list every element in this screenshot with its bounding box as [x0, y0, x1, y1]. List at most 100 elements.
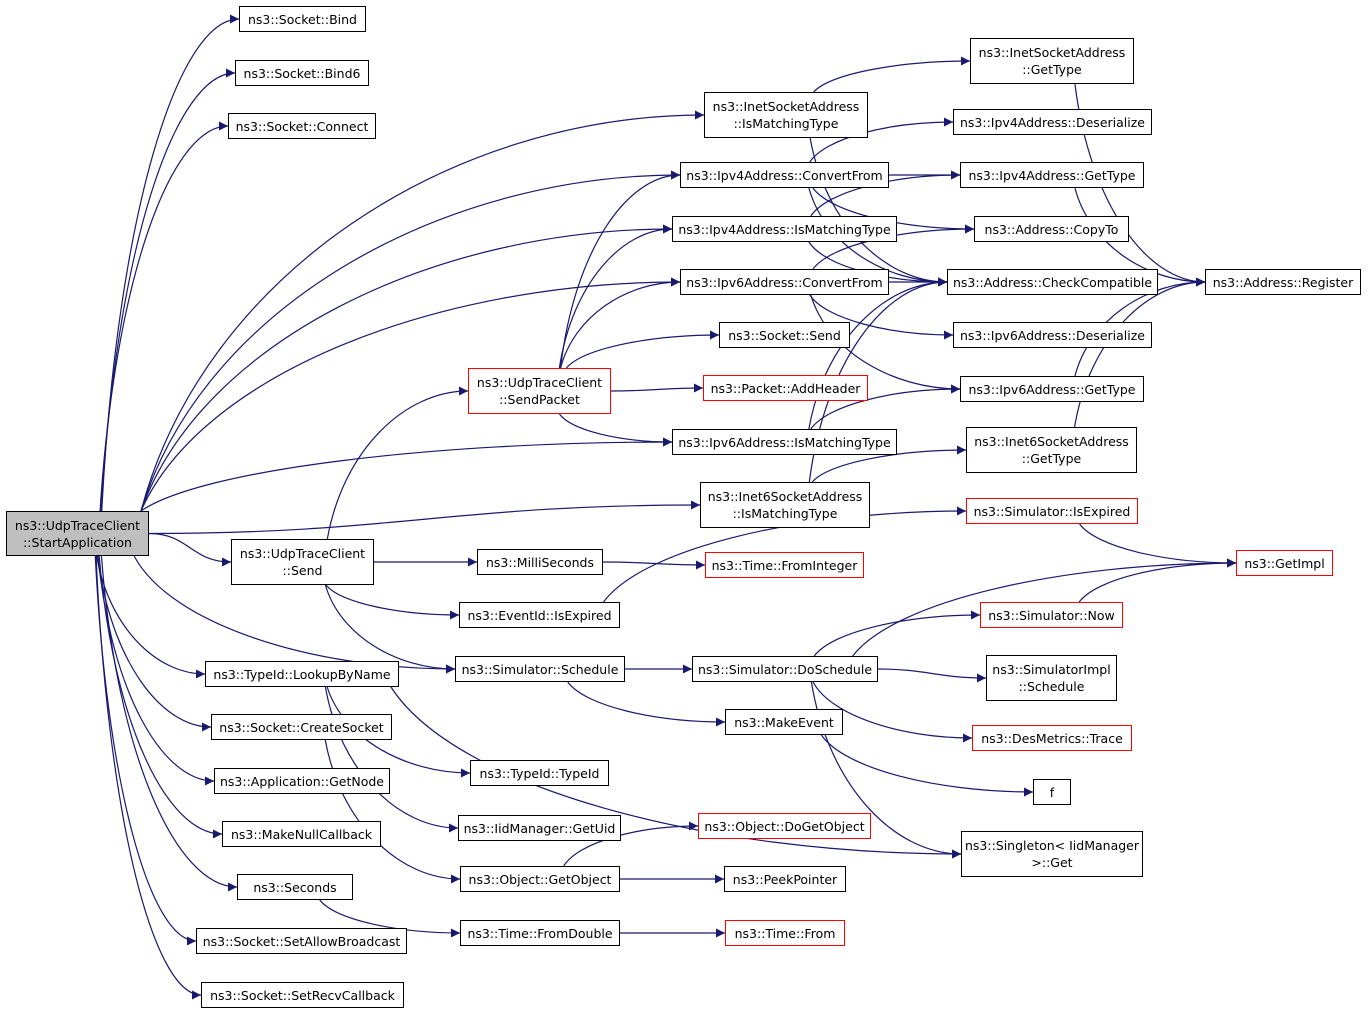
node-label-line: ns3::PeekPointer [732, 871, 838, 887]
edge-start-to-ipv6-ismatch [140, 437, 673, 512]
node-ipv4-convert[interactable]: ns3::Ipv4Address::ConvertFrom [680, 162, 889, 188]
node-makenull[interactable]: ns3::MakeNullCallback [222, 821, 381, 847]
edge-start-to-udp-send [148, 532, 232, 567]
node-lookup[interactable]: ns3::TypeId::LookupByName [205, 661, 399, 687]
node-label-line: ns3::Ipv4Address::ConvertFrom [686, 167, 883, 183]
node-inet6-ismatch[interactable]: ns3::Inet6SocketAddress::IsMatchingType [700, 482, 870, 528]
node-isexpired-ev[interactable]: ns3::EventId::IsExpired [459, 602, 620, 628]
node-timefrom[interactable]: ns3::Time::From [725, 920, 845, 946]
node-seconds[interactable]: ns3::Seconds [237, 874, 353, 900]
node-ipv4-deser[interactable]: ns3::Ipv4Address::Deserialize [953, 109, 1152, 135]
node-millis[interactable]: ns3::MilliSeconds [477, 549, 603, 575]
node-inet-gettype[interactable]: ns3::InetSocketAddress::GetType [970, 38, 1134, 84]
node-start[interactable]: ns3::UdpTraceClient::StartApplication [6, 511, 149, 556]
node-sim-now[interactable]: ns3::Simulator::Now [980, 602, 1123, 628]
node-copyto[interactable]: ns3::Address::CopyTo [974, 216, 1129, 242]
edge-createsocket-to-getobject [324, 739, 461, 884]
node-bind6[interactable]: ns3::Socket::Bind6 [235, 60, 369, 86]
node-label-line: ns3::Ipv6Address::GetType [968, 381, 1136, 397]
edge-start-to-setbroadcast [94, 555, 197, 946]
node-label-line: ns3::Simulator::Now [988, 607, 1115, 623]
edge-start-to-ipv6-convert [140, 277, 681, 512]
edge-doschedule-to-getimpl [852, 558, 1237, 657]
node-sock-send[interactable]: ns3::Socket::Send [719, 322, 850, 348]
node-label-line: ns3::Socket::Bind6 [243, 65, 361, 81]
node-createsocket[interactable]: ns3::Socket::CreateSocket [211, 714, 392, 740]
node-label-line: ::IsMatchingType [732, 506, 838, 521]
node-f[interactable]: f [1033, 779, 1071, 805]
edge-doschedule-to-desmetrics [812, 681, 973, 743]
edge-start-to-ipv4-convert [140, 170, 681, 512]
node-label-line: ns3::Ipv6Address::ConvertFrom [686, 274, 883, 290]
node-ipv4-ismatch[interactable]: ns3::Ipv4Address::IsMatchingType [672, 216, 897, 242]
node-getimpl[interactable]: ns3::GetImpl [1236, 550, 1333, 576]
node-label-line: ::GetType [1021, 451, 1082, 466]
node-setbroadcast[interactable]: ns3::Socket::SetAllowBroadcast [196, 928, 407, 954]
edge-lookup-to-typeid [326, 686, 471, 778]
node-getuid[interactable]: ns3::IidManager::GetUid [458, 815, 621, 841]
node-label-line: ns3::Time::FromDouble [467, 925, 613, 941]
node-label-line: ns3::MakeEvent [734, 714, 834, 730]
edge-start-to-ipv4-ismatch [140, 224, 673, 512]
node-dogetobject[interactable]: ns3::Object::DoGetObject [698, 813, 871, 839]
node-label-line: ns3::Ipv6Address::IsMatchingType [678, 434, 891, 450]
node-sim-isexpired[interactable]: ns3::Simulator::IsExpired [966, 498, 1138, 524]
node-register[interactable]: ns3::Address::Register [1205, 269, 1361, 295]
node-doschedule[interactable]: ns3::Simulator::DoSchedule [692, 656, 878, 682]
node-typeid[interactable]: ns3::TypeId::TypeId [470, 760, 609, 786]
node-label-line: ns3::TypeId::TypeId [479, 765, 600, 781]
node-checkcompat[interactable]: ns3::Address::CheckCompatible [947, 269, 1158, 295]
node-connect[interactable]: ns3::Socket::Connect [228, 113, 376, 139]
node-udp-send[interactable]: ns3::UdpTraceClient::Send [231, 539, 374, 585]
node-label-line: ns3::Address::Register [1212, 274, 1354, 290]
edge-start-to-setrecv [95, 555, 202, 1000]
node-simimpl-sched[interactable]: ns3::SimulatorImpl::Schedule [986, 655, 1117, 701]
edge-start-to-createsocket [96, 555, 212, 732]
node-fromint[interactable]: ns3::Time::FromInteger [705, 552, 864, 578]
node-fromdouble[interactable]: ns3::Time::FromDouble [460, 920, 620, 946]
edge-inet6-ismatch-to-inet6-gettype [811, 445, 967, 483]
node-setrecv[interactable]: ns3::Socket::SetRecvCallback [201, 982, 404, 1008]
node-ipv6-ismatch[interactable]: ns3::Ipv6Address::IsMatchingType [672, 429, 897, 455]
node-ipv6-convert[interactable]: ns3::Ipv6Address::ConvertFrom [680, 269, 889, 295]
node-addheader[interactable]: ns3::Packet::AddHeader [703, 375, 868, 401]
node-getobject[interactable]: ns3::Object::GetObject [460, 866, 620, 892]
node-bind[interactable]: ns3::Socket::Bind [239, 6, 366, 32]
node-label-line: ns3::Simulator::Schedule [461, 661, 619, 677]
edge-start-to-inet6-ismatch [148, 500, 701, 535]
edge-inet-ismatch-to-inet-gettype [813, 56, 971, 93]
node-schedule[interactable]: ns3::Simulator::Schedule [455, 656, 625, 682]
node-label-line: ns3::IidManager::GetUid [463, 820, 616, 836]
node-label-line: ns3::MakeNullCallback [231, 826, 372, 842]
edge-sendpacket-to-sock-send [565, 330, 720, 369]
edge-millis-to-fromint [602, 560, 706, 570]
node-sendpacket[interactable]: ns3::UdpTraceClient::SendPacket [468, 368, 611, 414]
edge-sendpacket-to-ipv6-convert [559, 277, 681, 369]
edge-seconds-to-fromdouble [319, 899, 461, 938]
node-inet6-gettype[interactable]: ns3::Inet6SocketAddress::GetType [966, 427, 1137, 473]
node-label-line: ns3::Time::From [734, 925, 836, 941]
node-peekpointer[interactable]: ns3::PeekPointer [724, 866, 846, 892]
edge-ipv6-ismatch-to-checkcompat [808, 277, 948, 430]
node-getnode[interactable]: ns3::Application::GetNode [214, 768, 390, 794]
edge-udp-send-to-isexpired-ev [325, 584, 460, 620]
node-label-line: f [1049, 784, 1055, 800]
node-singleton[interactable]: ns3::Singleton< IidManager >::Get [961, 831, 1143, 877]
node-label-line: ::SendPacket [499, 392, 580, 407]
node-label-line: ns3::UdpTraceClient [239, 546, 366, 561]
edge-inet6-gettype-to-register [1073, 277, 1206, 428]
node-desmetrics[interactable]: ns3::DesMetrics::Trace [972, 725, 1132, 751]
node-label-line: ns3::Ipv4Address::GetType [968, 167, 1136, 183]
edge-ipv4-gettype-to-register [1074, 187, 1206, 287]
node-label-line: ns3::Socket::Connect [235, 118, 369, 134]
node-ipv6-deser[interactable]: ns3::Ipv6Address::Deserialize [953, 322, 1152, 348]
edge-start-to-inet-ismatch [140, 110, 705, 512]
node-label-line: ns3::InetSocketAddress [978, 45, 1126, 60]
edge-sendpacket-to-ipv6-ismatch [558, 413, 673, 447]
node-ipv4-gettype[interactable]: ns3::Ipv4Address::GetType [960, 162, 1144, 188]
node-ipv6-gettype[interactable]: ns3::Ipv6Address::GetType [960, 376, 1144, 402]
node-makeevent[interactable]: ns3::MakeEvent [725, 709, 843, 735]
edge-sendpacket-to-ipv4-convert [559, 170, 681, 369]
node-inet-ismatch[interactable]: ns3::InetSocketAddress::IsMatchingType [704, 92, 868, 138]
edge-sim-isexpired-to-getimpl [1079, 523, 1237, 568]
